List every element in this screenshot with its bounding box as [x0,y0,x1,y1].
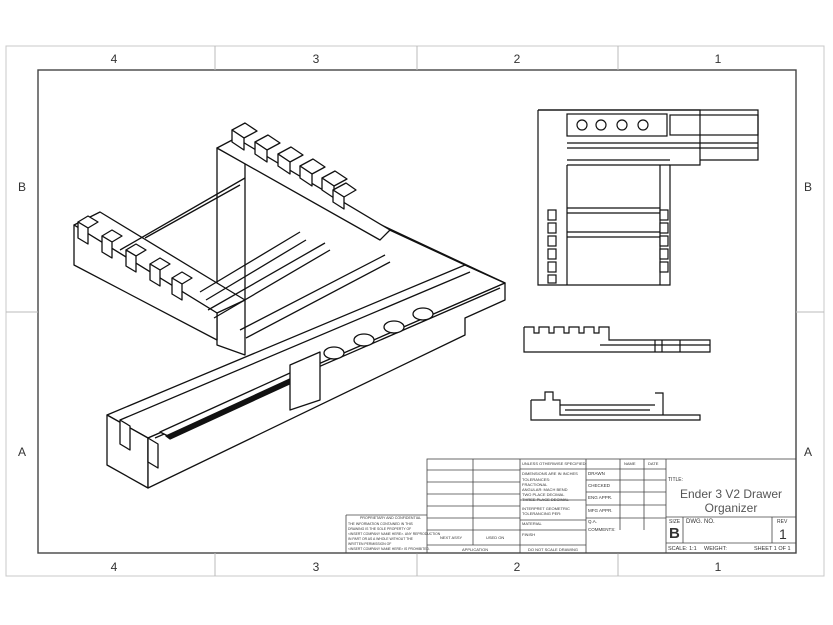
drawing-title-line1: Ender 3 V2 Drawer [679,487,783,501]
fractional: FRACTIONAL [522,482,548,487]
proprietary-line: IN PART OR AS A WHOLE WITHOUT THE [348,537,413,541]
proprietary-title: PROPRIETARY AND CONFIDENTIAL [360,516,422,520]
rev-value: 1 [779,526,787,542]
proprietary-line: DRAWING IS THE SOLE PROPERTY OF [348,527,412,531]
zone-row-a-left: A [17,445,26,459]
eng-appr-label: ENG APPR. [588,495,613,500]
title-label: TITLE: [668,477,684,483]
dims-note: DIMENSIONS ARE IN INCHES [522,471,578,476]
geometric: INTERPRET GEOMETRIC [522,506,570,511]
zone-col-4-bottom: 4 [110,560,118,574]
name-header: NAME [624,461,636,466]
material: MATERIAL [522,521,542,526]
zone-row-a-right: A [803,445,812,459]
date-header: DATE [648,461,659,466]
zone-col-4-top: 4 [110,52,118,66]
zone-col-3-top: 3 [312,52,320,66]
zone-col-1-bottom: 1 [714,560,722,574]
size-value: B [669,525,680,542]
zone-col-1-top: 1 [714,52,722,66]
drawn-label: DRAWN [588,471,605,476]
mfg-appr-label: MFG APPR. [588,508,613,513]
drawing-title-line2: Organizer [704,501,758,515]
zone-col-2-top: 2 [513,52,521,66]
proprietary-line: <INSERT COMPANY NAME HERE>. ANY REPRODUC… [348,532,441,536]
weight-label: WEIGHT: [704,546,727,552]
used-on-label: USED ON [486,535,505,540]
angular: ANGULAR: MACH BEND [522,487,568,492]
comb-left [77,215,193,301]
sheet-label: SHEET 1 OF 1 [754,546,791,552]
do-not-scale: DO NOT SCALE DRAWING [528,547,579,552]
qa-label: Q.A. [588,519,598,524]
zone-row-b-right: B [803,180,812,194]
zone-ticks [6,46,824,576]
front-view [523,326,711,353]
rev-label: REV [777,519,788,525]
application-label: APPLICATION [462,547,489,552]
scale-label: SCALE: 1:1 [668,546,697,552]
proprietary-line: THE INFORMATION CONTAINED IN THIS [348,522,413,526]
zone-col-2-bottom: 2 [513,560,521,574]
zone-col-3-bottom: 3 [312,560,320,574]
finish: FINISH [522,532,536,537]
three-place: THREE PLACE DECIMAL [522,497,569,502]
comments-label: COMMENTS: [588,527,616,532]
proprietary-line: WRITTEN PERMISSION OF [348,542,392,546]
tolerances: TOLERANCES: [522,477,551,482]
unless-specified: UNLESS OTHERWISE SPECIFIED: [522,461,587,466]
checked-label: CHECKED [588,483,611,488]
tolerancing: TOLERANCING PER: [522,511,562,516]
section-view [530,391,701,421]
size-label: SIZE [669,519,681,525]
proprietary-line: <INSERT COMPANY NAME HERE> IS PROHIBITED… [348,547,430,551]
top-view [537,109,759,286]
comb-upper [231,122,357,210]
isometric-view [73,122,506,489]
two-place: TWO PLACE DECIMAL [522,492,565,497]
title-block [345,458,797,554]
next-assy-label: NEXT ASSY [440,535,463,540]
zone-row-b-left: B [17,180,26,194]
dwg-no-label: DWG. NO. [686,519,715,525]
outer-frame [5,45,825,577]
